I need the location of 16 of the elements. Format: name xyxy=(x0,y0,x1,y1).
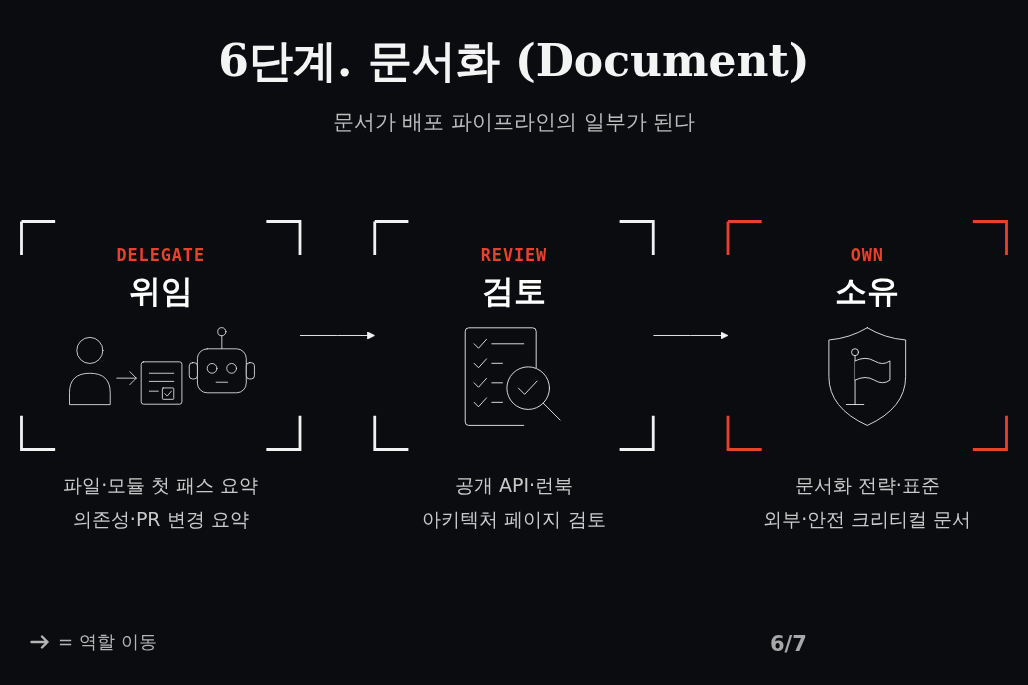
node-caption: 외부·안전 크리티컬 문서 xyxy=(763,506,972,532)
node-caption: 파일·모듈 첫 패스 요약 xyxy=(63,472,259,498)
step-tag: OWN xyxy=(850,244,884,265)
step-title: 검토 xyxy=(482,271,546,310)
node-caption: 문서화 전략·표준 xyxy=(794,472,940,498)
node-caption: 아키텍처 페이지 검토 xyxy=(422,506,606,532)
step-title: 위임 xyxy=(128,271,193,310)
node-caption: 의존성·PR 변경 요약 xyxy=(72,506,249,532)
node-caption: 공개 API·런북 xyxy=(454,472,574,498)
title: 6단계. 문서화 (Document) xyxy=(218,34,810,88)
step-tag: DELEGATE xyxy=(116,244,205,265)
step-title: 소유 xyxy=(835,271,900,310)
subtitle: 문서가 배포 파이프라인의 일부가 된다 xyxy=(332,109,696,136)
step-tag: REVIEW xyxy=(480,244,548,265)
legend-text: = 역할 이동 xyxy=(58,630,157,654)
page-number: 6/7 xyxy=(770,632,807,656)
